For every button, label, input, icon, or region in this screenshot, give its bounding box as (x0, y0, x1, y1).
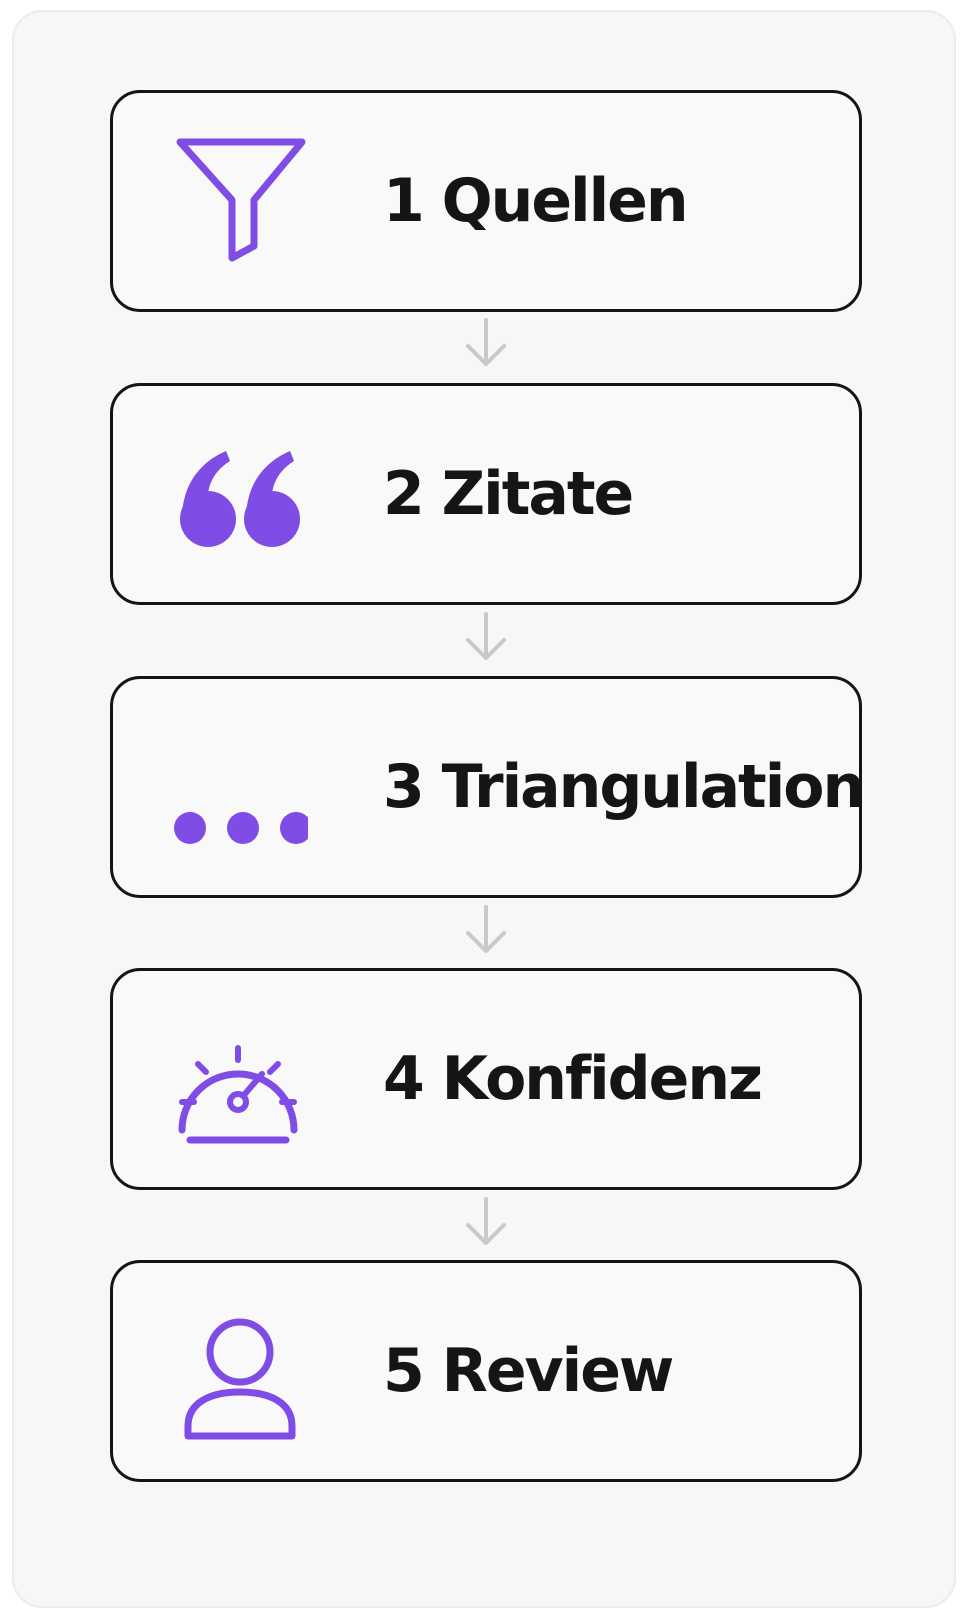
arrow-down-icon (464, 905, 508, 955)
step-label: 1 Quellen (383, 166, 689, 236)
step-triangulation: 3 Triangulation (110, 676, 865, 898)
step-konfidenz: 4 Konfidenz (110, 968, 862, 1190)
filter-icon (168, 134, 308, 274)
arrow-down-icon (464, 612, 508, 662)
step-quellen: 1 Quellen (110, 90, 862, 312)
step-zitate: 2 Zitate (110, 383, 862, 605)
step-label: 2 Zitate (383, 459, 634, 529)
user-icon (168, 1304, 308, 1444)
step-label: 4 Konfidenz (383, 1044, 763, 1114)
gauge-icon (168, 1012, 308, 1152)
step-label: 5 Review (383, 1336, 674, 1406)
step-review: 5 Review (110, 1260, 862, 1482)
quote-icon (168, 427, 308, 567)
step-label: 3 Triangulation (383, 752, 865, 822)
arrow-down-icon (464, 318, 508, 368)
dots-icon (168, 720, 308, 860)
arrow-down-icon (464, 1197, 508, 1247)
